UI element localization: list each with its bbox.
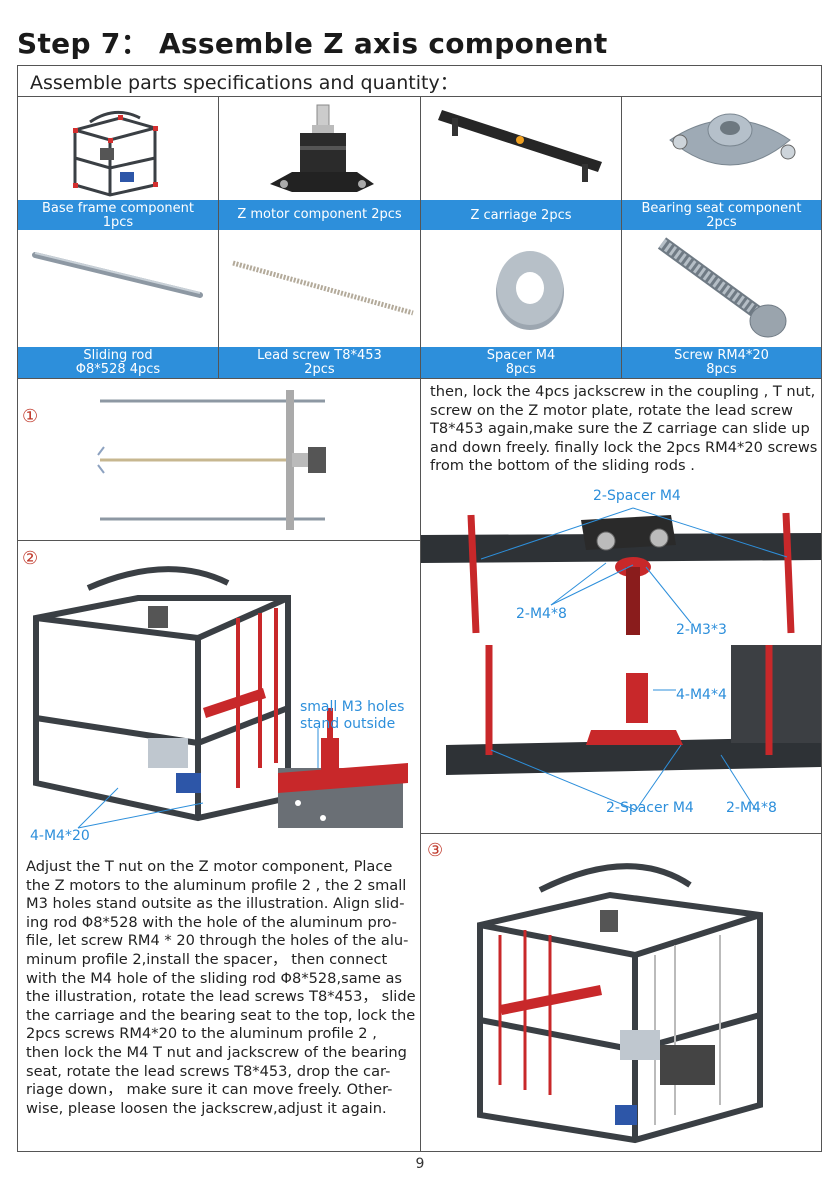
z-motor-image bbox=[270, 104, 374, 192]
table-divider bbox=[17, 378, 822, 379]
label-small-holes-2: stand outside bbox=[300, 716, 396, 732]
label-spacer-top: 2-Spacer M4 bbox=[593, 488, 681, 504]
step-number-3: ③ bbox=[427, 840, 444, 861]
label-m4-8-top: 2-M4*8 bbox=[516, 606, 567, 622]
table-divider bbox=[17, 96, 822, 97]
base-frame-image bbox=[73, 110, 158, 197]
table-divider bbox=[218, 96, 219, 378]
carriage-detail-diagram bbox=[421, 507, 821, 811]
label-small-holes-1: small M3 holes bbox=[300, 699, 405, 715]
part-caption-z-motor: Z motor component 2pcs bbox=[219, 200, 420, 230]
parts-subtitle: Assemble parts specifications and quanti… bbox=[30, 72, 459, 94]
section-divider bbox=[17, 540, 420, 541]
section-divider bbox=[420, 378, 421, 1152]
step3-assembled-diagram bbox=[477, 863, 763, 1144]
step-number-1: ① bbox=[22, 406, 39, 427]
step2-frame-diagram bbox=[33, 566, 408, 829]
bearing-seat-image bbox=[669, 113, 796, 166]
part-caption-z-carriage: Z carriage 2pcs bbox=[421, 200, 621, 230]
sliding-rod-image bbox=[32, 252, 203, 298]
z-carriage-image bbox=[438, 110, 602, 182]
screw-image bbox=[657, 237, 787, 338]
content-frame bbox=[17, 65, 822, 1152]
label-spacer-bottom: 2-Spacer M4 bbox=[606, 800, 694, 816]
section-divider bbox=[420, 833, 822, 834]
spacer-image bbox=[496, 251, 564, 330]
table-divider bbox=[621, 96, 622, 378]
step1-rod-diagram bbox=[97, 390, 326, 530]
label-m3-3: 2-M3*3 bbox=[676, 622, 727, 638]
right-instructions: then, lock the 4pcs jackscrew in the cou… bbox=[430, 383, 818, 475]
lead-screw-image bbox=[232, 260, 414, 316]
label-m4-8-bottom: 2-M4*8 bbox=[726, 800, 777, 816]
label-m4-4: 4-M4*4 bbox=[676, 687, 727, 703]
table-divider bbox=[420, 96, 421, 378]
page-number: 9 bbox=[415, 1156, 425, 1172]
left-instructions: Adjust the T nut on the Z motor componen… bbox=[26, 858, 416, 1117]
step-number-2: ② bbox=[22, 548, 39, 569]
label-m4-20: 4-M4*20 bbox=[30, 828, 90, 844]
page-title: Step 7： Assemble Z axis component bbox=[17, 27, 608, 60]
